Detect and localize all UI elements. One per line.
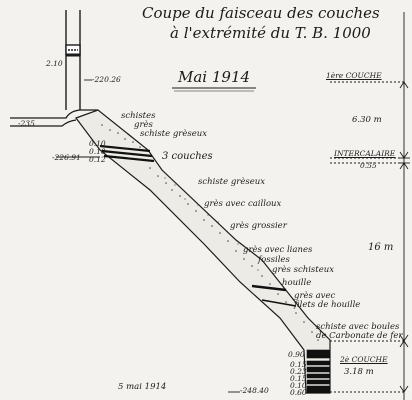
level-226-label: -226.91 bbox=[52, 153, 81, 162]
label-intercalaire: INTERCALAIRE bbox=[334, 149, 396, 158]
layer-thickness-2: 0.10 bbox=[89, 147, 106, 156]
level-235-label: -235 bbox=[18, 119, 35, 128]
label-dist-3: 3.18 m bbox=[344, 367, 374, 377]
coal-seam-houille bbox=[251, 284, 287, 292]
bottom-thickness-4: 0.15 bbox=[290, 374, 307, 383]
label-gres-lianes: grès avec lianes bbox=[243, 245, 313, 255]
strata-band bbox=[75, 109, 331, 394]
right-measure bbox=[330, 12, 410, 400]
shaft bbox=[65, 10, 81, 110]
label-gres-grossier: grès grossier bbox=[230, 221, 287, 231]
shaft-depth-label: 2.10 bbox=[46, 59, 63, 68]
label-couche-2: 2è COUCHE bbox=[340, 355, 388, 364]
bottom-thickness-6: 0.60 bbox=[290, 388, 307, 397]
title-line-2: à l'extrémité du T. B. 1000 bbox=[170, 24, 371, 42]
label-gres: grès bbox=[134, 120, 153, 130]
coal-seams-lower bbox=[306, 349, 331, 394]
label-gres-filets-1: grès avec bbox=[294, 291, 336, 301]
label-3-couches: 3 couches bbox=[162, 151, 213, 162]
bottom-date-label: 5 mai 1914 bbox=[118, 382, 167, 392]
title-line-1: Coupe du faisceau des couches bbox=[142, 4, 380, 22]
label-schiste-greseux-2: schiste grèseux bbox=[198, 177, 266, 187]
label-schiste-greseux-1: schiste grèseux bbox=[140, 129, 208, 139]
coal-seams-upper bbox=[99, 144, 155, 163]
stipple-pattern bbox=[101, 124, 319, 341]
bottom-thickness-5: 0.10 bbox=[290, 381, 307, 390]
label-gres-schisteux: grès schisteux bbox=[272, 265, 334, 275]
label-inter-val: 0.55 bbox=[360, 161, 377, 170]
level-248-label: -248.40 bbox=[240, 386, 269, 395]
bottom-thickness-3: 0.23 bbox=[290, 367, 307, 376]
label-couche-1: 1ère COUCHE bbox=[326, 71, 382, 80]
label-gres-cailloux: grès avec cailloux bbox=[204, 199, 282, 209]
label-houille: houille bbox=[282, 278, 312, 288]
title-date: Mai 1914 bbox=[178, 68, 251, 86]
bottom-thickness-1: 0.90 bbox=[288, 350, 305, 359]
label-fossiles: fossiles bbox=[258, 255, 290, 265]
gallery-line bbox=[10, 109, 98, 127]
bottom-thickness-2: 0.15 bbox=[290, 360, 307, 369]
label-schiste-boules-2: de Carbonate de fer bbox=[316, 331, 403, 341]
layer-thickness-1: 0.10 bbox=[89, 139, 106, 148]
shaft-level-label: -220.26 bbox=[92, 75, 121, 84]
label-schiste-boules-1: schiste avec boules bbox=[316, 322, 400, 332]
label-dist-1: 6.30 m bbox=[352, 115, 382, 125]
label-dist-16: 16 m bbox=[368, 242, 394, 253]
level-lines bbox=[56, 79, 240, 393]
label-schistes: schistes bbox=[121, 111, 156, 121]
label-gres-filets-2: filets de houille bbox=[294, 300, 361, 310]
coal-seam-filets bbox=[261, 299, 297, 307]
layer-thickness-3: 0.12 bbox=[89, 155, 106, 164]
